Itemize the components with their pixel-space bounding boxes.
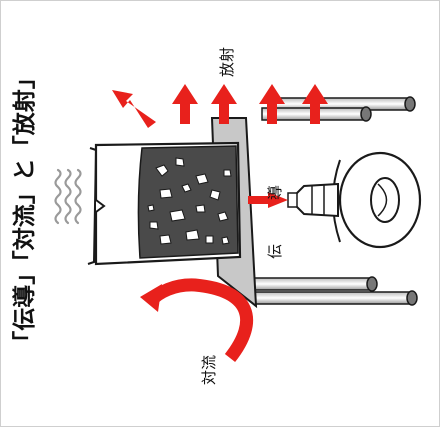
beaker [87,141,242,266]
burner-knob [370,177,400,223]
radiation-arrow-2 [172,84,198,124]
radiation-arrow-1 [112,90,156,128]
stand-rods-bottom [251,276,418,306]
label-conduction: 伝導 [266,141,284,259]
radiation-arrows [112,84,328,128]
radiation-arrow-3 [211,84,237,124]
label-radiation: 放射 [218,47,236,77]
heat-waves [54,168,82,225]
boiling-stones [147,157,232,245]
burner [287,151,422,249]
convection-arrow [140,278,253,363]
radiation-arrow-5 [302,84,328,124]
heat-wave-2 [64,168,72,225]
radiation-arrow-4 [259,84,285,124]
beaker-spout [95,199,106,213]
diagram-title: 「伝導」「対流」と「放射」 [11,66,38,354]
burner-nozzle [295,182,339,218]
conduction-arrow [248,192,288,208]
heat-wave-1 [54,168,62,225]
label-convection: 対流 [200,355,218,385]
stand-rods-top [261,96,416,122]
heat-wave-3 [74,168,82,225]
